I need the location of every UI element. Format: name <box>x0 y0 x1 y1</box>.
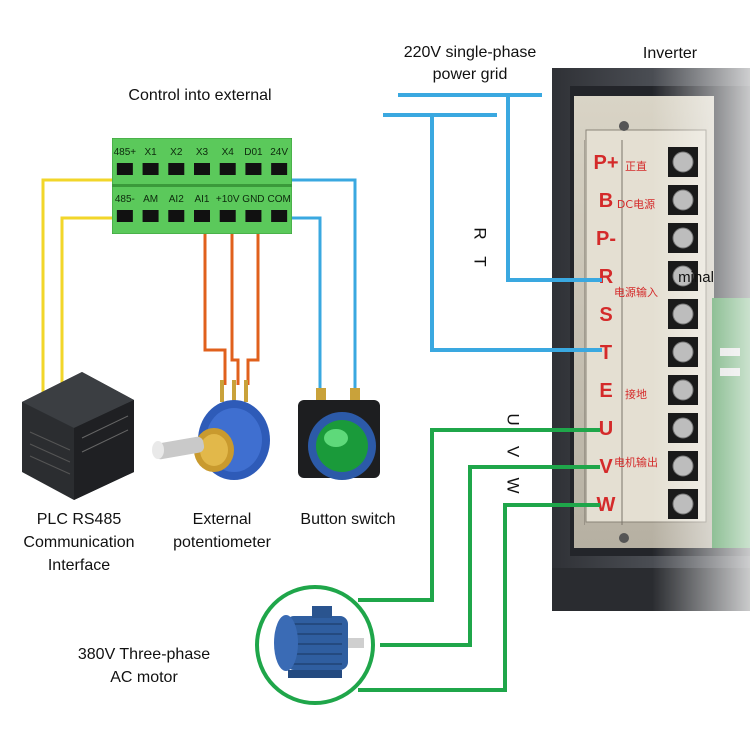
terminal-slot-bottom <box>271 210 288 222</box>
terminal-label-top: X3 <box>196 147 209 158</box>
terminal-slot-bottom <box>142 210 159 222</box>
control-title: Control into external <box>128 87 272 104</box>
wire-r <box>506 94 602 282</box>
button-wires <box>282 178 357 398</box>
terminal-slot-top <box>219 163 236 175</box>
rs485-wires <box>41 178 125 410</box>
ac-motor <box>268 600 372 688</box>
terminal-label-bottom: +10V <box>216 194 240 205</box>
terminal-label-top: X1 <box>144 147 157 158</box>
plc-label-line2: Communication <box>23 534 135 551</box>
label-r: R <box>470 227 490 240</box>
wire-w <box>358 503 600 692</box>
inverter-terminal-letter: R <box>599 266 614 288</box>
terminal-slot-bottom <box>219 210 236 222</box>
terminal-label-top: 485+ <box>114 147 137 158</box>
button-switch <box>292 388 387 488</box>
motor-circle <box>255 585 375 705</box>
terminal-label-top: 24V <box>270 147 288 158</box>
wire-10v <box>230 225 240 385</box>
inverter-screw <box>672 303 694 325</box>
inverter-terminal-letter: B <box>599 190 613 212</box>
terminal-label-bottom: GND <box>242 194 264 205</box>
terminal-label-top: X4 <box>222 147 235 158</box>
terminal-label-bottom: AI1 <box>194 194 209 205</box>
label-w: W <box>503 477 523 494</box>
motor-label-line1: 380V Three-phase <box>77 646 211 663</box>
inverter-terminal-chinese: DC电源 <box>617 197 655 211</box>
inverter-label: Inverter <box>642 45 698 62</box>
terminal-label-bottom: AM <box>143 194 158 205</box>
inverter-screw <box>672 417 694 439</box>
inverter-screw <box>672 455 694 477</box>
inverter-screw <box>672 379 694 401</box>
screw-bottom <box>619 533 629 543</box>
terminal-slot-bottom <box>116 210 133 222</box>
inverter-terminal-letter: P- <box>596 228 616 250</box>
plc-device <box>22 372 134 500</box>
wire-ai1 <box>203 225 227 385</box>
terminal-label-bottom: AI2 <box>169 194 184 205</box>
inverter-screw <box>672 189 694 211</box>
wire-u <box>358 428 600 602</box>
inverter-terminal-chinese: 电机输出 <box>614 455 658 469</box>
terminal-slot-bottom <box>194 210 210 222</box>
wire-v <box>380 465 600 647</box>
potentiometer <box>152 380 277 500</box>
wire-24v <box>285 178 357 398</box>
terminal-slot-top <box>245 163 262 175</box>
inverter-terminal-letter: P+ <box>593 152 618 174</box>
inverter-terminal-chinese: 接地 <box>625 388 647 401</box>
wire-com <box>282 216 322 398</box>
plc-label-line3: Interface <box>47 557 111 574</box>
inverter-terminal-chinese: 电源输入 <box>614 285 658 299</box>
wire-t <box>430 114 602 352</box>
terminal-slot-top <box>142 163 159 175</box>
wire-485-minus <box>60 216 125 410</box>
terminal-label-bottom: 485- <box>115 194 135 205</box>
terminal-slot-top <box>116 163 133 175</box>
screw-top <box>619 121 629 131</box>
inverter-terminal-letter: E <box>599 380 612 402</box>
inverter-screw <box>672 341 694 363</box>
inverter-terminal-letter: S <box>599 304 612 326</box>
inverter-terminal-letter: U <box>599 418 613 440</box>
pot-label-line2: potentiometer <box>173 534 271 551</box>
power-grid-wires <box>383 93 602 352</box>
inverter-screw <box>672 151 694 173</box>
terminal-slot-bottom <box>245 210 262 222</box>
terminal-partial-label: minal <box>678 269 714 286</box>
terminal-slot-top <box>194 163 210 175</box>
motor-label-line2: AC motor <box>110 669 178 686</box>
inverter-terminal-letter: T <box>600 342 612 364</box>
terminal-slot-top <box>271 163 288 175</box>
wire-485-plus <box>41 178 125 395</box>
motor-wires <box>255 428 600 705</box>
terminal-label-top: D01 <box>244 147 263 158</box>
terminal-slot-top <box>168 163 185 175</box>
grid-label-line1: 220V single-phase <box>403 44 537 61</box>
inverter-screw <box>672 227 694 249</box>
inverter-terminal-letter: V <box>599 456 613 478</box>
terminal-label-bottom: COM <box>267 194 290 205</box>
pot-label-line1: External <box>192 511 252 528</box>
inverter-terminal-chinese: 正直 <box>625 159 647 173</box>
inverter-screw <box>672 265 694 287</box>
grid-label-line2: power grid <box>432 66 508 83</box>
label-v: V <box>503 445 523 458</box>
label-t: T <box>470 256 490 267</box>
inverter-screw <box>672 493 694 515</box>
plc-label-line1: PLC RS485 <box>36 511 122 528</box>
terminal-label-top: X2 <box>170 147 183 158</box>
terminal-slot-bottom <box>168 210 185 222</box>
pot-wires <box>203 225 260 385</box>
inverter-terminal-letter: W <box>597 494 616 516</box>
wire-gnd <box>246 225 260 385</box>
button-switch-label: Button switch <box>300 511 396 528</box>
label-u: U <box>503 413 523 426</box>
